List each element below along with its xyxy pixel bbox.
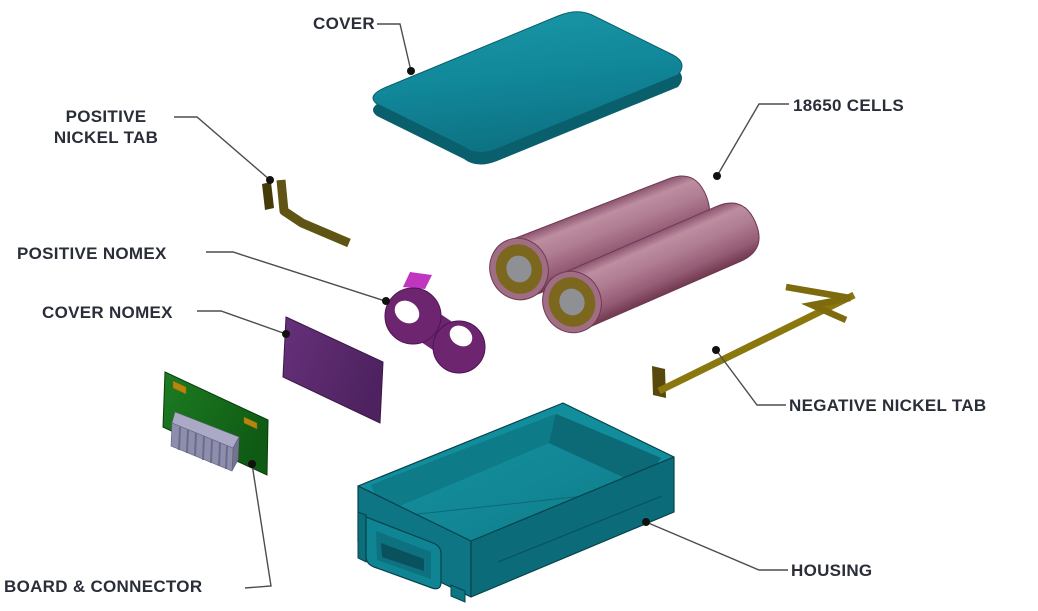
positive-nickel-tab-label-line1: POSITIVE <box>65 107 147 126</box>
pcb-board <box>162 371 269 476</box>
positive-nickel-tab-label: POSITIVE NICKEL TAB <box>40 106 172 148</box>
housing-leader-line <box>645 521 788 571</box>
cell-front-shape <box>542 202 760 334</box>
connector-front-face <box>170 422 234 472</box>
positive-nickel-tab-shape <box>262 179 351 248</box>
cover-shape <box>372 11 683 165</box>
housing-foot <box>450 584 466 603</box>
pcb-pad-2 <box>243 416 258 430</box>
positive-nickel-tab-leader-dot <box>266 176 274 184</box>
housing-floor <box>383 443 642 556</box>
cover-leader-line <box>377 23 412 72</box>
cell-rear-shape <box>489 175 710 301</box>
housing-latch-handle <box>357 511 442 590</box>
cover-leader-dot <box>407 67 415 75</box>
negative-nickel-tab-leader-dot <box>712 346 720 354</box>
housing-inner-right-wall <box>549 414 661 486</box>
housing-leader-dot <box>642 518 650 526</box>
positive-nickel-tab-leader-line <box>174 116 271 181</box>
board-connector-leader-line <box>244 463 272 589</box>
cover-nomex-shape <box>282 316 384 424</box>
cell-front-endcap-center <box>559 288 585 316</box>
pcb-pad-1 <box>172 380 187 395</box>
positive-nomex-label: POSITIVE NOMEX <box>17 244 167 263</box>
cell-rear-endcap-center <box>506 255 532 283</box>
cover-label: COVER <box>313 14 375 33</box>
cells-leader-line <box>716 103 789 177</box>
housing-shape <box>357 402 675 603</box>
cover-top-face <box>372 11 683 153</box>
cover-nomex-leader-dot <box>282 330 290 338</box>
negative-nickel-tab-shape <box>652 283 856 398</box>
board-connector-shape <box>162 371 269 476</box>
housing-label: HOUSING <box>791 561 873 580</box>
cover-nomex-label: COVER NOMEX <box>42 303 173 322</box>
negative-nickel-tab-leader-line <box>715 349 786 406</box>
positive-nomex-leader-line <box>206 251 386 302</box>
negative-nickel-tab-label: NEGATIVE NICKEL TAB <box>789 396 987 415</box>
cells-label: 18650 CELLS <box>793 96 905 115</box>
housing-front-right-face <box>470 456 675 598</box>
positive-nomex-leader-dot <box>382 297 390 305</box>
cover-nomex-leader-line <box>197 310 287 335</box>
positive-nickel-tab-label-line2: NICKEL TAB <box>53 128 159 147</box>
cells-leader-dot <box>713 172 721 180</box>
positive-nomex-flap <box>403 272 432 289</box>
board-connector-label: BOARD & CONNECTOR <box>4 577 203 596</box>
positive-nomex-shape <box>384 272 486 374</box>
housing-inner-left-wall <box>371 414 556 513</box>
board-connector-leader-dot <box>248 460 256 468</box>
